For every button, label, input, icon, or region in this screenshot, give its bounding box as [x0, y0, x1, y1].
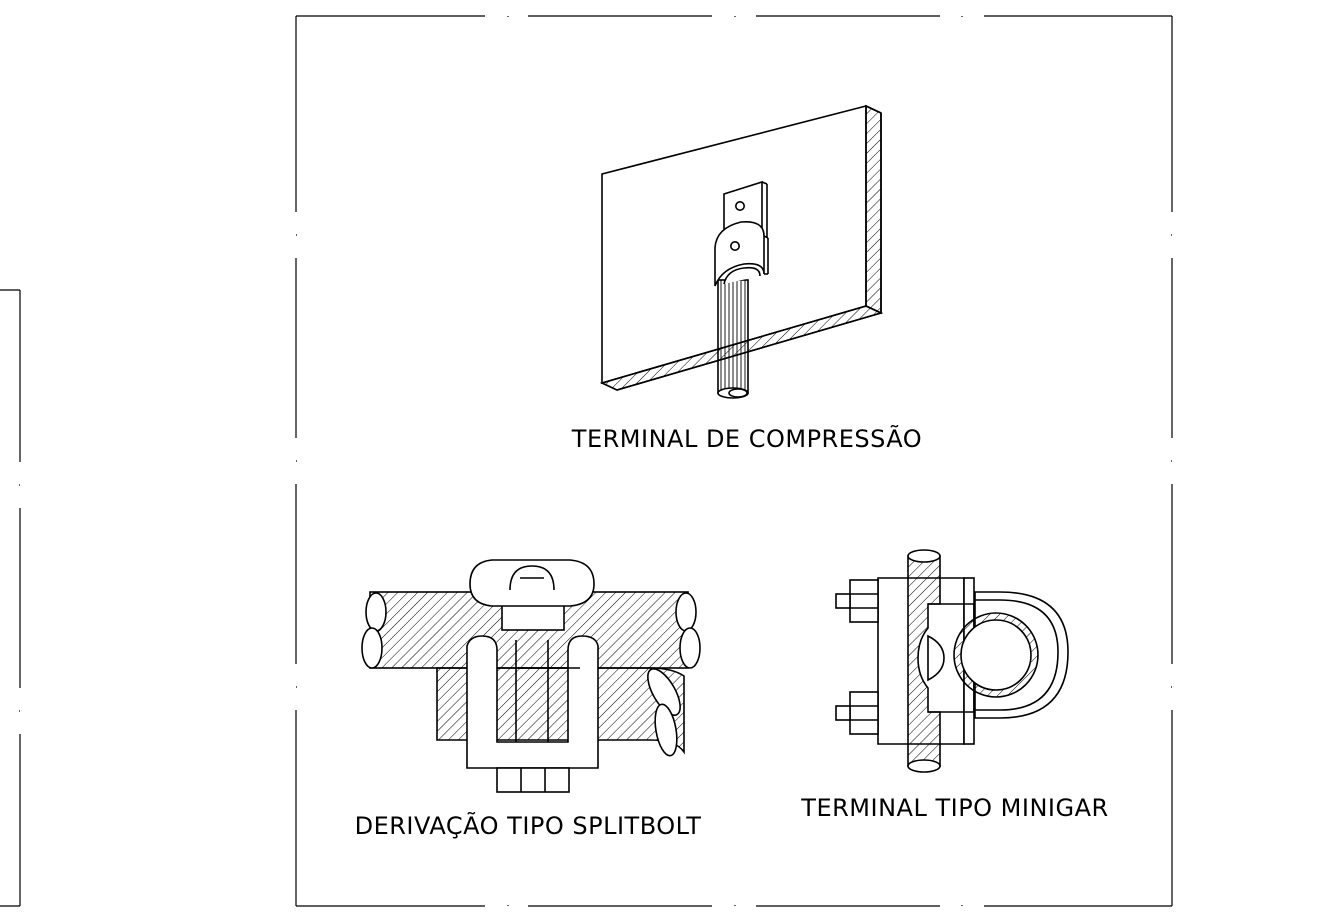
drawing-frame	[295, 15, 1173, 907]
split-bolt-body	[466, 635, 599, 769]
minigar-vertical-conductor	[907, 555, 941, 767]
compression-lug	[714, 180, 769, 287]
splitbolt-figure: DERIVAÇÃO TIPO SPLITBOLT	[355, 559, 702, 840]
minigar-label: TERMINAL TIPO MINIGAR	[800, 794, 1108, 822]
adjacent-sheet-edge	[0, 289, 21, 907]
minigar-figure: TERMINAL TIPO MINIGAR	[800, 549, 1108, 822]
compression-terminal-figure: TERMINAL DE COMPRESSÃO	[571, 104, 922, 453]
upper-bolt	[835, 579, 879, 623]
cable	[717, 279, 749, 399]
compression-terminal-label: TERMINAL DE COMPRESSÃO	[571, 423, 922, 453]
splitbolt-label: DERIVAÇÃO TIPO SPLITBOLT	[355, 810, 702, 840]
lower-bolt	[835, 691, 879, 735]
